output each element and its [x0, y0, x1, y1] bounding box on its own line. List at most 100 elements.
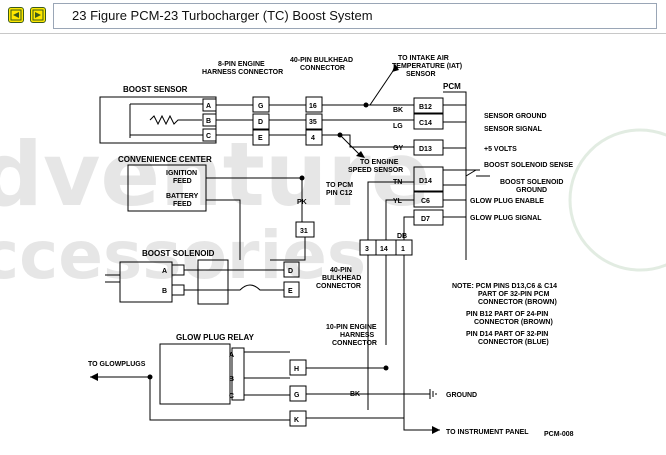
wire-bk2-label: BK [350, 391, 360, 398]
note-line-2: PART OF 32-PIN PCM [478, 291, 550, 298]
glow-enable-label: GLOW PLUG ENABLE [470, 198, 544, 205]
ten-pin-label-3: CONNECTOR [332, 340, 377, 347]
watermark: dventure ccessories [0, 123, 666, 294]
pcm-pin-c6-label: C6 [421, 198, 430, 205]
note-line-7: CONNECTOR (BLUE) [478, 339, 549, 346]
watermark-logo-ring [568, 128, 666, 272]
battery-label-1: BATTERY [166, 193, 199, 200]
iat-label-2: TEMPERATURE (IAT) [392, 63, 462, 70]
eight-pin-e [252, 129, 270, 146]
note-line-3: CONNECTOR (BROWN) [478, 299, 557, 306]
wire-lg-label: LG [393, 123, 403, 130]
forty-bulk-label-1: 40-PIN BULKHEAD [290, 57, 353, 64]
pcm-pin-d14 [413, 166, 444, 192]
solenoid-pin-a-label: A [162, 268, 167, 275]
bulk-pin-14-label: 14 [380, 246, 388, 253]
bulk40-label-1: 40-PIN [330, 267, 352, 274]
eight-pin-e-label: E [258, 135, 263, 142]
ignition-label-1: IGNITION [166, 170, 197, 177]
glow-signal-label: GLOW PLUG SIGNAL [470, 215, 542, 222]
ten-pin-wires [306, 367, 440, 431]
relay-wires [244, 351, 290, 396]
wire-db-label: DB [397, 233, 407, 240]
arrow-left-icon [10, 9, 22, 21]
pcm-label: PCM [443, 82, 461, 91]
ten-pin-g-label: G [294, 392, 300, 399]
boost-sol-gnd-label-1: BOOST SOLENOID [500, 179, 563, 186]
plus5-label: +5 VOLTS [484, 146, 517, 153]
ground-symbol [429, 389, 437, 399]
note-line-4: PIN B12 PART OF 24-PIN [466, 311, 548, 318]
ten-pin-label-1: 10-PIN ENGINE [326, 324, 377, 331]
sensor-pin-c-label: C [206, 133, 211, 140]
solenoid-wires [184, 269, 284, 291]
solenoid-connector [197, 259, 229, 305]
pcm-pin-d14-label: D14 [419, 178, 432, 185]
convenience-center [127, 164, 207, 212]
solenoid-valve [105, 274, 120, 283]
ground-label: GROUND [446, 392, 477, 399]
wire-gy-label: GY [393, 145, 403, 152]
bulk-pin-31-label: 31 [300, 228, 308, 235]
glow-relay-box [159, 343, 231, 405]
watermark-line-1: dventure [0, 123, 430, 226]
bulk40-label-3: CONNECTOR [316, 283, 361, 290]
pcm-pin-d7-label: D7 [421, 216, 430, 223]
page-title: 23 Figure PCM-23 Turbocharger (TC) Boost… [72, 8, 373, 23]
ten-pin-h-label: H [294, 366, 299, 373]
note-line-5: CONNECTOR (BROWN) [474, 319, 553, 326]
bulk-pin-35-label: 35 [309, 119, 317, 126]
wire-yl-label: YL [393, 198, 403, 205]
speed-label-1: TO ENGINE [360, 159, 399, 166]
relay-pin-b-label: B [229, 376, 234, 383]
bulk-pin-4 [305, 129, 323, 146]
title-bar: 23 Figure PCM-23 Turbocharger (TC) Boost… [53, 3, 657, 29]
glowplug-wire [90, 376, 290, 421]
boost-sol-gnd-label-2: GROUND [516, 187, 547, 194]
forty-bulk-label-2: CONNECTOR [300, 65, 345, 72]
bulk-pin-1-label: 1 [401, 246, 405, 253]
sol-conn-e-label: E [288, 288, 293, 295]
ten-pin-k-label: K [294, 417, 299, 424]
sensor-resistor [129, 104, 202, 138]
ten-pin-label-2: HARNESS [340, 332, 375, 339]
bulk-wires-up [367, 181, 414, 240]
forward-button[interactable] [30, 7, 46, 23]
wire-31 [270, 237, 306, 261]
note-line-1: NOTE: PCM PINS D13,C6 & C14 [452, 283, 557, 290]
bulk40-label-2: BULKHEAD [322, 275, 361, 282]
ignition-label-2: FEED [173, 178, 192, 185]
wire-speed [339, 134, 361, 156]
toolbar: 23 Figure PCM-23 Turbocharger (TC) Boost… [0, 0, 666, 34]
bulk-wires-down [367, 255, 405, 430]
pcm-outline [443, 91, 467, 260]
wiring-diagram: dventure ccessories [0, 34, 666, 455]
to-glowplugs-label: TO GLOWPLUGS [88, 361, 146, 368]
sensor-signal-label: SENSOR SIGNAL [484, 126, 543, 133]
bulk-pin-35 [305, 113, 323, 130]
iat-label-3: SENSOR [406, 71, 436, 78]
iat-label-1: TO INTAKE AIR [398, 55, 449, 62]
wire-tn-label: TN [393, 179, 402, 186]
pcm-pin-c14-label: C14 [419, 120, 432, 127]
eight-pin-label-1: 8-PIN ENGINE [218, 61, 265, 68]
glow-relay-label: GLOW PLUG RELAY [176, 333, 255, 342]
sol-conn-d-label: D [288, 268, 293, 275]
relay-connector [231, 347, 245, 401]
figure-id-label: PCM-008 [544, 431, 574, 438]
back-button[interactable] [8, 7, 24, 23]
solenoid-pin-b-label: B [162, 288, 167, 295]
boost-sensor-label: BOOST SENSOR [123, 85, 188, 94]
eight-pin-d [252, 113, 270, 130]
note-line-6: PIN D14 PART OF 32-PIN [466, 331, 548, 338]
speed-label-2: SPEED SENSOR [348, 167, 403, 174]
bulk-pin-3-label: 3 [365, 246, 369, 253]
battery-label-2: FEED [173, 201, 192, 208]
wiring-diagram-svg: dventure ccessories [0, 55, 666, 438]
pcm-c12-label-2: PIN C12 [326, 190, 353, 197]
wire-pk-label: PK [297, 199, 307, 206]
eight-pin-g-label: G [258, 103, 264, 110]
boost-sol-sense-label: BOOST SOLENOID SENSE [484, 162, 573, 169]
pcm-pin-b12-label: B12 [419, 104, 432, 111]
